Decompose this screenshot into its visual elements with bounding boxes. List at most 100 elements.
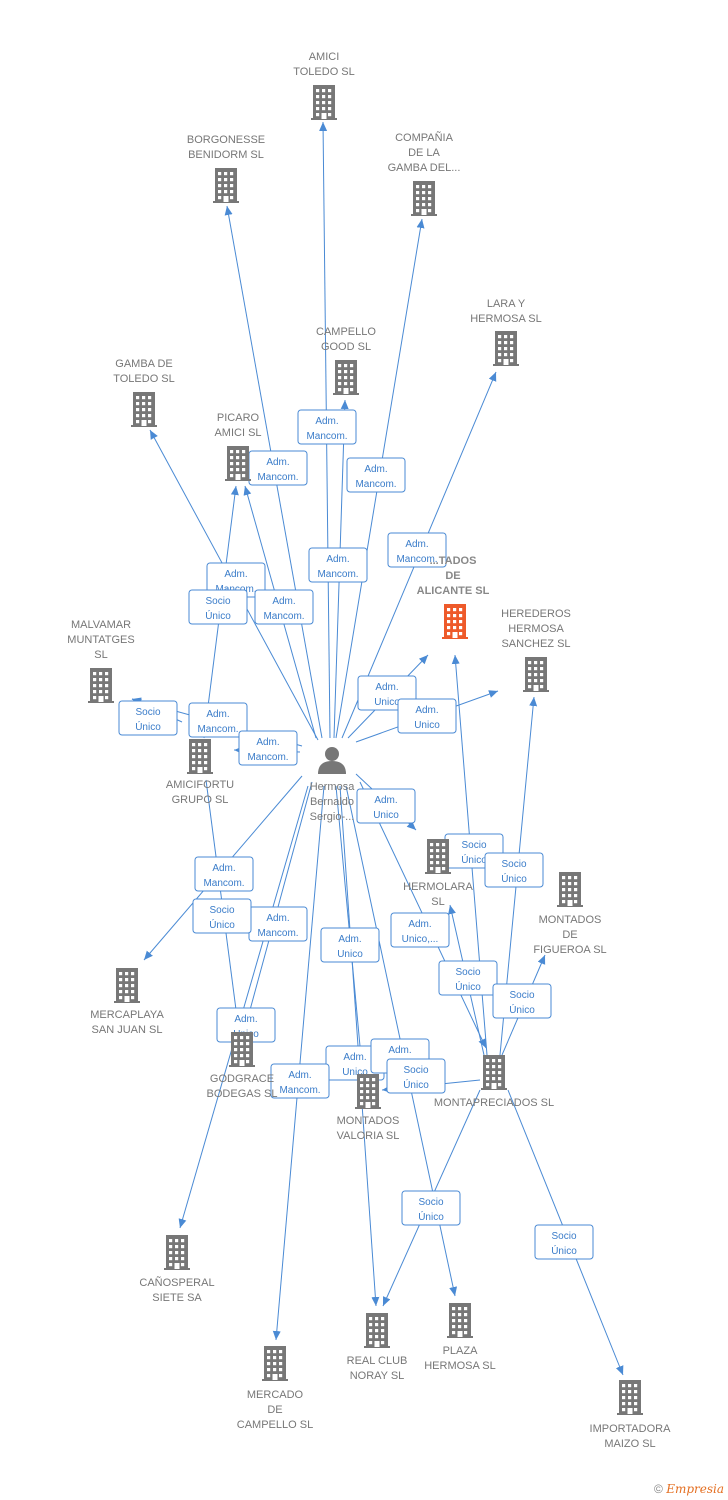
footer-brand: © Empresia — [654, 1482, 724, 1496]
building-icon — [355, 1074, 381, 1109]
company-name-line: GODGRACE — [210, 1073, 274, 1085]
edge-role-label: Adm.Mancom. — [308, 547, 368, 583]
edge-role-label: Adm.Mancom. — [248, 450, 308, 486]
company-name-line: GAMBA DE — [115, 358, 172, 370]
edge-role-text: Socio — [461, 840, 486, 851]
company-node-montapreciados[interactable]: MONTAPRECIADOS SL — [434, 1055, 554, 1109]
edge-role-text: Único — [418, 1210, 444, 1223]
person-name: HermosaBernaldoSergio-... — [310, 781, 356, 823]
company-name: CAÑOSPERAL SIETE SA — [139, 1276, 214, 1304]
company-name-line: GAMBA DEL... — [388, 162, 461, 174]
edge-role-text: Socio — [135, 707, 160, 718]
edge-role-label: Adm.Mancom. — [254, 589, 314, 625]
edge-role-text: Mancom. — [263, 611, 304, 622]
company-node-canosperal[interactable]: CAÑOSPERAL SIETE SA — [139, 1235, 215, 1304]
company-name: MONTAPRECIADOS SL — [434, 1097, 554, 1109]
edge-role-text: Adm. — [415, 705, 438, 716]
company-name-line: LARA Y — [487, 298, 526, 310]
edge-role-text: Adm. — [375, 682, 398, 693]
edge-role-text: Adm. — [266, 457, 289, 468]
edge-role-text: Único — [509, 1003, 535, 1016]
company-name-line: MERCADO — [247, 1389, 304, 1401]
company-node-malvamar[interactable]: MALVAMAR MUNTATGES SL — [67, 619, 135, 703]
company-name: GAMBA DE TOLEDO SL — [113, 358, 175, 385]
company-name-line: MUNTATGES — [67, 634, 134, 646]
edge-role-text: Único — [455, 980, 481, 993]
building-icon — [442, 604, 468, 639]
company-name-line: SIETE SA — [152, 1292, 202, 1304]
edge-role-text: Mancom. — [247, 752, 288, 763]
edge-role-text: Adm. — [212, 863, 235, 874]
building-icon — [88, 668, 114, 703]
company-name-line: TOLEDO SL — [113, 373, 175, 385]
building-icon — [187, 739, 213, 774]
edge-person-canosperal — [178, 785, 309, 1229]
edge-role-text: Mancom. — [257, 928, 298, 939]
edge-role-text: Único — [551, 1244, 577, 1257]
edge-role-text: Mancom. — [355, 479, 396, 490]
company-name-line: MALVAMAR — [71, 619, 131, 631]
building-icon — [225, 446, 251, 481]
company-name-line: AMICI — [309, 51, 340, 63]
company-name-line: HERMOLARA — [403, 881, 473, 893]
building-icon — [213, 168, 239, 203]
company-name-line: CAÑOSPERAL — [139, 1276, 214, 1289]
company-name-line: AMICIFORTU — [166, 779, 234, 791]
edge-role-text: Adm. — [364, 464, 387, 475]
brand-logo: Empresia — [666, 1482, 724, 1496]
company-name-line: PICARO — [217, 412, 260, 424]
building-icon — [411, 181, 437, 216]
company-name-line: MERCAPLAYA — [90, 1009, 164, 1021]
edge-role-text: Unico — [337, 949, 363, 960]
building-icon — [447, 1303, 473, 1338]
edge-role-text: Único — [205, 609, 231, 622]
company-name-line: HERMOSA — [508, 623, 564, 635]
edge-role-text: Adm. — [405, 539, 428, 550]
edge-role-label: Adm.Unico — [397, 698, 457, 734]
company-name-line: DE — [445, 570, 460, 582]
edge-role-text: Adm. — [234, 1014, 257, 1025]
company-name-line: SL — [94, 649, 107, 661]
company-name-line: SANCHEZ SL — [501, 638, 570, 650]
edge-role-text: Adm. — [326, 554, 349, 565]
edge-role-text: Único — [461, 853, 487, 866]
company-name-line: FIGUEROA SL — [533, 944, 606, 956]
edge-role-text: Socio — [403, 1065, 428, 1076]
edge-role-text: Adm. — [266, 913, 289, 924]
company-name-line: MONTADOS — [337, 1115, 400, 1127]
company-node-gamba_toledo[interactable]: GAMBA DE TOLEDO SL — [113, 358, 175, 427]
person-node[interactable]: HermosaBernaldoSergio-... — [310, 747, 356, 823]
company-name-line: CAMPELLO — [316, 326, 376, 338]
company-name-line: BODEGAS SL — [207, 1088, 278, 1100]
company-node-godgrace[interactable]: GODGRACE BODEGAS SL — [207, 1032, 278, 1100]
edge-role-text: Mancom. — [203, 878, 244, 889]
edge-role-label: Adm. Mancom. — [248, 906, 308, 942]
company-name-line: HERMOSA SL — [424, 1360, 496, 1372]
edge-role-text: Único — [135, 720, 161, 733]
building-icon — [131, 392, 157, 427]
edge-role-text: Unico — [374, 697, 400, 708]
person-icon — [318, 747, 346, 774]
building-icon — [229, 1032, 255, 1067]
